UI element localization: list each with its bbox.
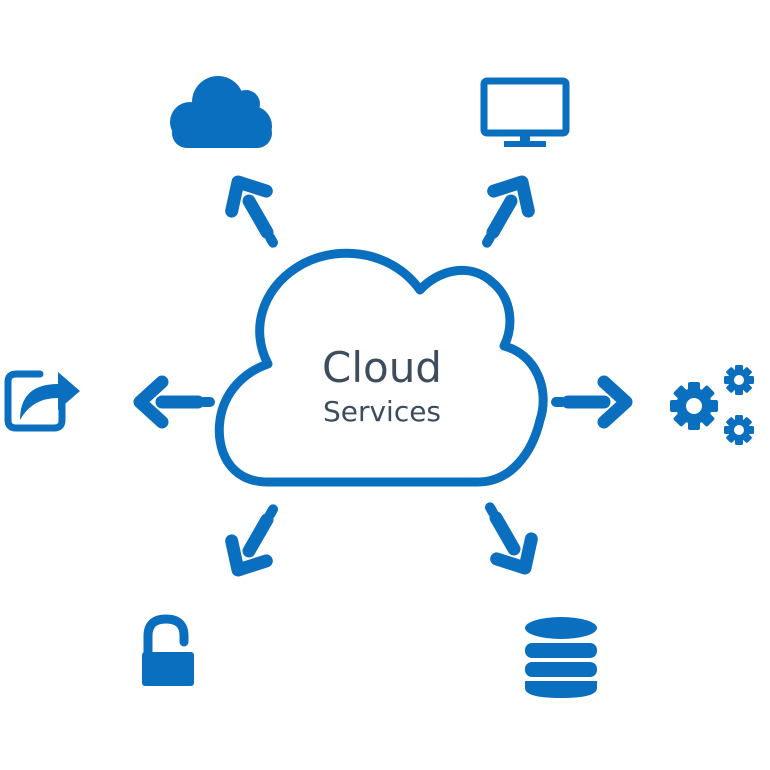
arrow-up-right	[470, 172, 540, 253]
monitor-icon	[480, 77, 570, 147]
unlock-icon	[142, 614, 194, 686]
gears-icon	[670, 365, 754, 445]
central-cloud: Cloud Services	[214, 248, 548, 487]
share-icon	[4, 370, 80, 432]
cloud-outline	[214, 248, 548, 487]
cloud-icon	[170, 76, 272, 148]
cloud-subtitle: Services	[323, 395, 441, 428]
arrow-down-right	[473, 497, 543, 578]
cloud-title: Cloud	[322, 343, 442, 392]
arrow-left	[140, 382, 210, 422]
arrow-right	[556, 382, 626, 422]
arrow-up-left	[221, 172, 291, 253]
arrow-down-left	[221, 499, 291, 580]
database-icon	[525, 617, 597, 698]
